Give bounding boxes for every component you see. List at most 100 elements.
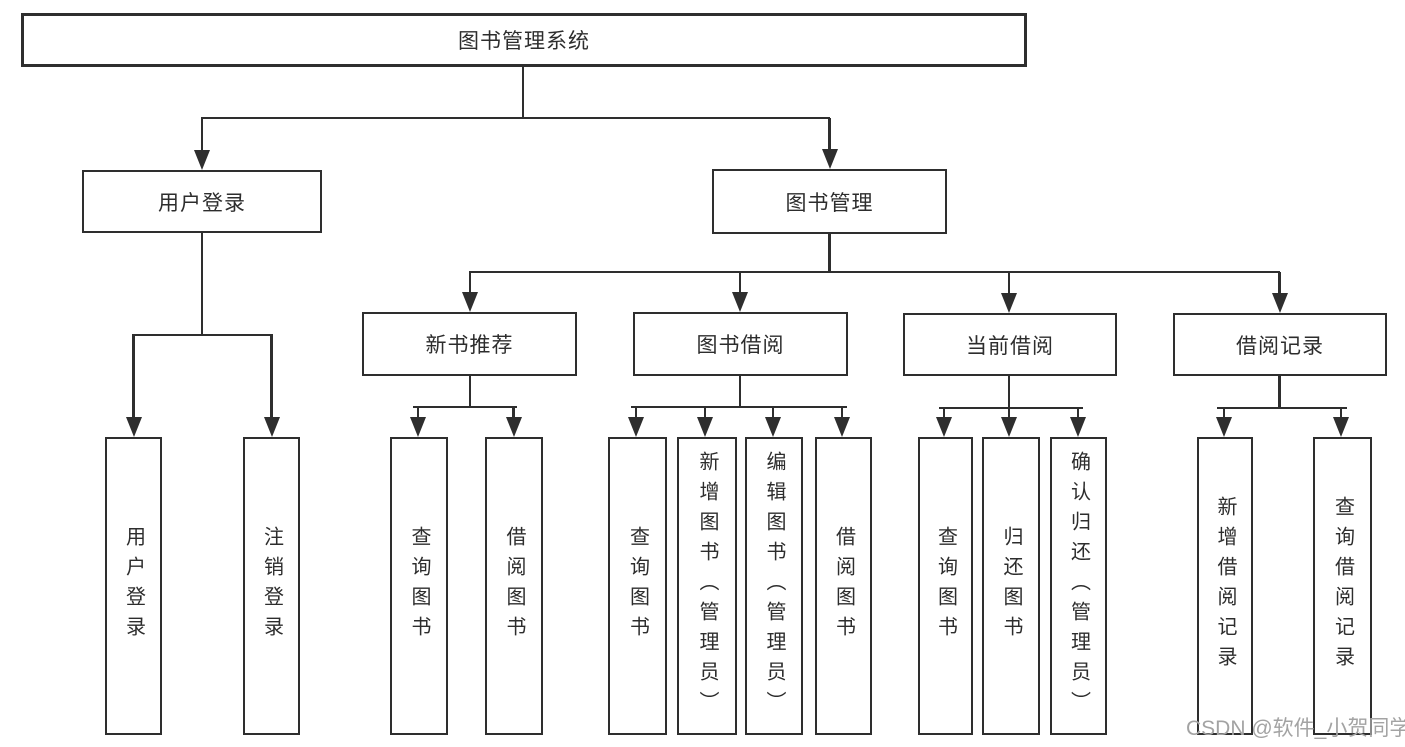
node-current-borrow: 当前借阅: [903, 313, 1117, 376]
arrow-shaft: [828, 118, 831, 149]
arrow-head-icon: [125, 417, 142, 437]
down-arrow-to-book-management: [821, 118, 838, 169]
arrow-shaft: [468, 272, 472, 292]
arrow-shaft: [840, 408, 844, 417]
down-arrow-to-leaf-query-book-recommend: [410, 407, 426, 437]
connector-current-borrow-rail: [939, 406, 1083, 410]
down-arrow-to-leaf-query-book-borrow: [628, 408, 644, 437]
leaf-borrow-book-label: 借阅图书: [832, 526, 855, 646]
arrow-head-icon: [936, 417, 952, 437]
down-arrow-to-leaf-user-login: [125, 335, 142, 437]
arrow-shaft: [1007, 409, 1011, 417]
node-current-borrow-label: 当前借阅: [966, 334, 1054, 358]
arrow-head-icon: [505, 417, 522, 437]
leaf-borrow-book-recommend-label: 借阅图书: [503, 526, 525, 646]
arrow-head-icon: [628, 417, 644, 437]
connector-current-borrow-stem: [1007, 376, 1011, 409]
arrow-head-icon: [410, 417, 426, 437]
node-borrow-record: 借阅记录: [1173, 313, 1387, 376]
connector-book-management-stem: [828, 234, 831, 273]
connector-new-book-recommend-rail: [413, 405, 517, 409]
down-arrow-to-leaf-edit-book-admin: [765, 408, 781, 437]
connector-root-rail: [200, 116, 831, 120]
node-book-management: 图书管理: [712, 169, 947, 234]
connector-user-login-stem: [200, 233, 204, 336]
node-user-login: 用户登录: [82, 170, 322, 233]
arrow-head-icon: [732, 292, 748, 312]
arrow-shaft: [738, 272, 742, 292]
connector-user-login-rail: [132, 333, 273, 337]
leaf-add-book-admin-label: 新增图书（管理员）: [696, 451, 718, 721]
arrow-shaft: [771, 408, 775, 417]
down-arrow-to-leaf-query-book-current: [936, 409, 952, 437]
arrow-shaft: [132, 335, 135, 417]
down-arrow-to-borrow-record: [1271, 272, 1288, 313]
arrow-head-icon: [1070, 417, 1086, 437]
leaf-return-book-label: 归还图书: [1000, 526, 1022, 646]
leaf-borrow-book-recommend: 借阅图书: [485, 437, 543, 735]
leaf-query-borrow-record: 查询借阅记录: [1313, 437, 1372, 735]
leaf-add-book-admin: 新增图书（管理员）: [677, 437, 737, 735]
arrow-head-icon: [1001, 293, 1017, 313]
leaf-add-borrow-record: 新增借阅记录: [1197, 437, 1253, 735]
arrow-shaft: [703, 408, 707, 417]
arrow-shaft: [1076, 409, 1080, 417]
arrow-shaft: [634, 408, 638, 417]
connector-borrow-record-rail: [1217, 406, 1347, 410]
down-arrow-to-leaf-logout: [263, 335, 280, 437]
arrow-head-icon: [1001, 417, 1017, 437]
down-arrow-to-leaf-add-borrow-record: [1216, 409, 1232, 437]
arrow-shaft: [270, 335, 273, 417]
arrow-shaft: [416, 407, 420, 417]
leaf-query-book-borrow: 查询图书: [608, 437, 667, 735]
leaf-query-borrow-record-label: 查询借阅记录: [1331, 496, 1354, 676]
leaf-query-book-current: 查询图书: [918, 437, 973, 735]
connector-root-stem: [521, 66, 525, 118]
node-new-book-recommend-label: 新书推荐: [425, 334, 514, 357]
node-new-book-recommend: 新书推荐: [362, 312, 577, 376]
down-arrow-to-user-login: [194, 118, 210, 170]
down-arrow-to-new-book-recommend: [462, 272, 478, 312]
arrow-shaft: [1339, 409, 1343, 417]
down-arrow-to-book-borrow: [732, 272, 748, 312]
arrow-head-icon: [194, 150, 210, 170]
leaf-return-book: 归还图书: [982, 437, 1040, 735]
leaf-add-borrow-record-label: 新增借阅记录: [1214, 496, 1236, 676]
arrow-shaft: [1007, 272, 1011, 293]
leaf-logout: 注销登录: [243, 437, 300, 735]
leaf-user-login: 用户登录: [105, 437, 162, 735]
leaf-query-book-recommend: 查询图书: [390, 437, 448, 735]
arrow-head-icon: [263, 417, 280, 437]
leaf-confirm-return-admin: 确认归还（管理员）: [1050, 437, 1107, 735]
connector-new-book-recommend-stem: [468, 376, 472, 407]
leaf-query-book-borrow-label: 查询图书: [626, 526, 649, 646]
node-book-borrow-label: 图书借阅: [696, 334, 785, 357]
down-arrow-to-leaf-confirm-return-admin: [1070, 409, 1086, 437]
arrow-shaft: [942, 409, 946, 417]
leaf-query-book-current-label: 查询图书: [934, 526, 957, 646]
leaf-confirm-return-admin-label: 确认归还（管理员）: [1067, 451, 1090, 721]
leaf-logout-label: 注销登录: [260, 526, 283, 646]
arrow-head-icon: [1216, 417, 1232, 437]
node-root: 图书管理系统: [21, 13, 1027, 67]
down-arrow-to-leaf-query-borrow-record: [1333, 409, 1349, 437]
node-root-label: 图书管理系统: [458, 30, 590, 53]
arrow-head-icon: [1333, 417, 1349, 437]
node-book-borrow: 图书借阅: [633, 312, 848, 376]
leaf-borrow-book: 借阅图书: [815, 437, 872, 735]
arrow-shaft: [1222, 409, 1226, 417]
connector-book-borrow-rail: [631, 405, 847, 409]
leaf-query-book-recommend-label: 查询图书: [408, 526, 430, 646]
arrow-head-icon: [697, 417, 713, 437]
leaf-edit-book-admin: 编辑图书（管理员）: [745, 437, 803, 735]
arrow-shaft: [512, 407, 515, 417]
leaf-edit-book-admin-label: 编辑图书（管理员）: [763, 451, 785, 721]
down-arrow-to-leaf-return-book: [1001, 409, 1017, 437]
down-arrow-to-leaf-borrow-book: [834, 408, 850, 437]
down-arrow-to-leaf-borrow-book-recommend: [505, 407, 522, 437]
down-arrow-to-leaf-add-book-admin: [697, 408, 713, 437]
node-borrow-record-label: 借阅记录: [1236, 334, 1324, 358]
arrow-shaft: [200, 118, 204, 150]
arrow-shaft: [1278, 272, 1281, 293]
arrow-head-icon: [834, 417, 850, 437]
